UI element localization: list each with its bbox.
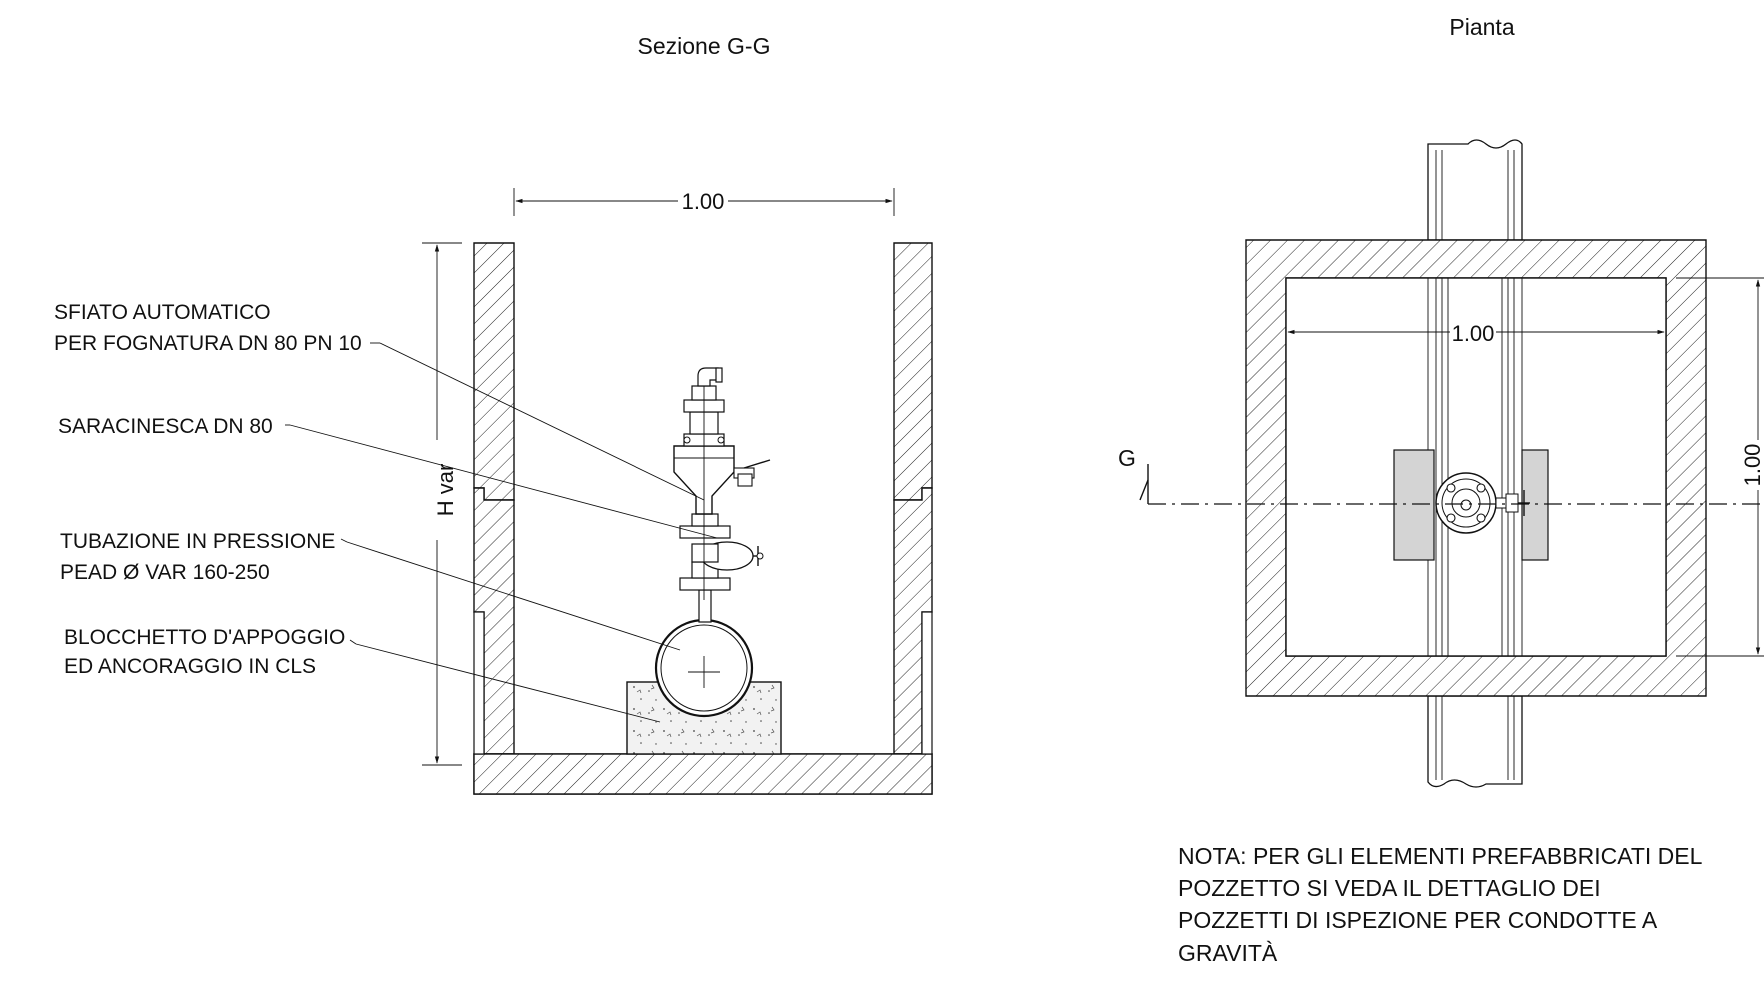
section-marker-label: G xyxy=(1118,445,1136,471)
pressure-pipe xyxy=(654,618,754,718)
note-line-4: GRAVITÀ xyxy=(1178,940,1278,966)
left-wall xyxy=(473,242,515,501)
label-pipe-2: PEAD Ø VAR 160-250 xyxy=(60,561,270,584)
gate-valve xyxy=(691,541,764,571)
section-line-marker: G xyxy=(1118,445,1764,505)
right-wall xyxy=(893,242,933,501)
plan-height-label: 1.00 xyxy=(1740,444,1764,487)
label-gate-valve: SARACINESCA DN 80 xyxy=(58,415,273,438)
label-pipe-1: TUBAZIONE IN PRESSIONE xyxy=(60,530,335,553)
plan-view: Pianta xyxy=(1118,14,1764,966)
label-air-valve-1: SFIATO AUTOMATICO xyxy=(54,301,271,324)
valve-assembly xyxy=(673,367,771,623)
plan-width-label: 1.00 xyxy=(1452,321,1495,346)
section-width-dimension: 1.00 xyxy=(513,188,895,216)
section-height-label: H var xyxy=(433,464,458,517)
plan-title: Pianta xyxy=(1449,14,1514,40)
label-air-valve-2: PER FOGNATURA DN 80 PN 10 xyxy=(54,332,362,355)
air-valve xyxy=(673,367,771,600)
section-view: Sezione G-G 1.00 H var xyxy=(54,33,933,795)
plan-width-dimension: 1.00 xyxy=(1287,321,1665,346)
plan-valve-flange xyxy=(1435,472,1530,534)
section-height-dimension: H var xyxy=(422,242,462,766)
note-line-3: POZZETTI DI ISPEZIONE PER CONDOTTE A xyxy=(1178,907,1658,933)
note-line-1: NOTA: PER GLI ELEMENTI PREFABBRICATI DEL xyxy=(1178,843,1703,869)
label-block-1: BLOCCHETTO D'APPOGGIO xyxy=(64,626,345,649)
plan-support-left xyxy=(1393,449,1435,561)
section-title: Sezione G-G xyxy=(638,33,771,59)
component-labels: SFIATO AUTOMATICO PER FOGNATURA DN 80 PN… xyxy=(54,301,362,678)
plan-pipe xyxy=(1427,139,1523,788)
section-width-label: 1.00 xyxy=(682,189,725,214)
label-block-2: ED ANCORAGGIO IN CLS xyxy=(64,655,316,678)
floor-inner xyxy=(473,753,933,795)
plan-height-dimension: 1.00 xyxy=(1676,277,1764,657)
note-block: NOTA: PER GLI ELEMENTI PREFABBRICATI DEL… xyxy=(1178,843,1703,966)
note-line-2: POZZETTO SI VEDA IL DETTAGLIO DEI xyxy=(1178,875,1601,901)
leader-lines xyxy=(285,342,718,723)
plan-support-right xyxy=(1521,449,1549,561)
